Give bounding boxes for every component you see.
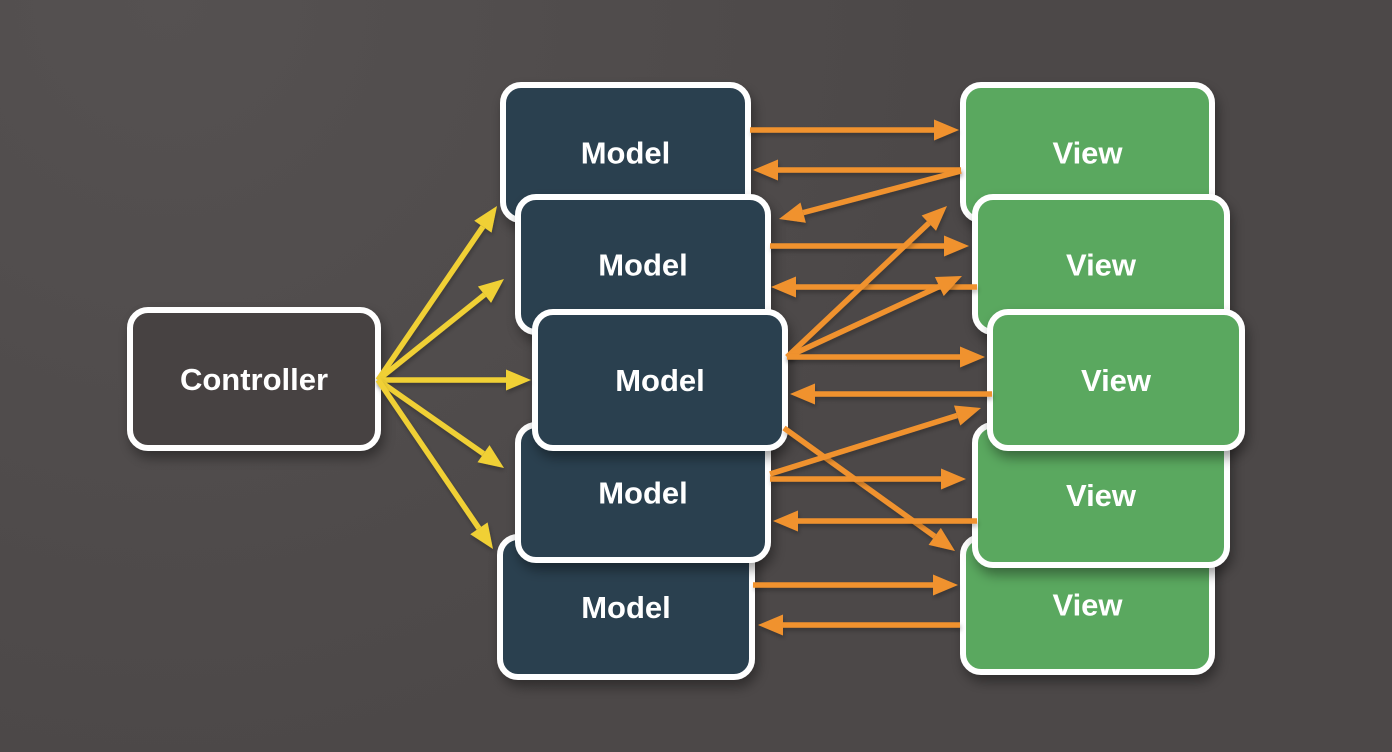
nodes-layer: ControllerModelModelViewViewModelModelVi…	[127, 82, 1245, 680]
controller-node: Controller	[127, 307, 381, 451]
model-1-label: Model	[581, 136, 671, 171]
arrow-head	[477, 279, 504, 303]
model-4-node: Model	[515, 422, 771, 563]
arrow-head	[941, 468, 966, 490]
arrow-model-3-to-view-3	[787, 346, 985, 368]
view-2-node: View	[972, 194, 1230, 335]
arrow-model-3-to-view-2	[785, 276, 962, 360]
arrow-view-4-to-model-4	[773, 510, 977, 532]
arrow-head	[474, 206, 497, 233]
model-3-label: Model	[615, 363, 705, 398]
view-3-node: View	[987, 309, 1245, 451]
controller-label: Controller	[180, 362, 328, 397]
arrow-head	[773, 510, 798, 532]
arrow-shaft	[376, 292, 487, 383]
arrow-model-3-to-view-1	[785, 206, 947, 359]
arrow-model-5-to-view-5	[753, 574, 958, 596]
arrow-view-5-to-model-5	[758, 614, 960, 636]
arrow-head	[790, 383, 815, 405]
arrow-model-4-to-view-3	[769, 405, 981, 477]
arrow-view-1-to-model-1	[753, 159, 961, 181]
arrow-head	[934, 119, 959, 141]
model-5-node: Model	[497, 534, 755, 680]
arrow-view-3-to-model-3	[790, 383, 992, 405]
model-3-node: Model	[532, 309, 788, 451]
arrow-head	[954, 405, 981, 426]
model-3-box	[532, 309, 788, 451]
arrow-controller-to-model-5	[375, 378, 493, 549]
view-5-node: View	[960, 534, 1215, 675]
view-3-label: View	[1081, 363, 1152, 398]
arrow-head	[960, 346, 985, 368]
model-5-label: Model	[581, 590, 671, 625]
model-2-node: Model	[515, 194, 771, 335]
edges-layer	[375, 119, 992, 636]
model-4-label: Model	[598, 476, 688, 511]
arrow-head	[753, 159, 778, 181]
view-1-label: View	[1052, 136, 1123, 171]
arrow-view-1-to-model-2	[779, 168, 962, 223]
arrow-model-3-to-view-5	[782, 425, 955, 551]
arrow-controller-to-model-2	[376, 279, 504, 383]
view-5-label: View	[1052, 588, 1123, 623]
arrow-shaft	[375, 378, 482, 530]
arrow-head	[928, 527, 955, 551]
arrow-head	[477, 445, 504, 468]
view-4-label: View	[1066, 478, 1137, 513]
arrow-model-4-to-view-4	[770, 468, 966, 490]
arrow-shaft	[802, 168, 962, 216]
arrow-controller-to-model-3	[378, 369, 531, 391]
arrow-shaft	[376, 377, 486, 456]
arrow-head	[470, 522, 493, 549]
model-2-label: Model	[598, 248, 688, 283]
arrow-controller-to-model-1	[375, 206, 497, 382]
arrow-shaft	[785, 221, 931, 359]
arrow-shaft	[769, 412, 958, 477]
view-1-node: View	[960, 82, 1215, 223]
arrow-controller-to-model-4	[376, 377, 504, 468]
arrow-head	[933, 574, 958, 596]
arrow-head	[934, 276, 962, 297]
arrow-model-1-to-view-1	[750, 119, 959, 141]
model-1-node: Model	[500, 82, 751, 223]
arrow-head	[779, 202, 806, 223]
arrow-head	[944, 235, 969, 257]
arrow-model-2-to-view-2	[770, 235, 969, 257]
view-3-box	[987, 309, 1245, 451]
arrow-head	[921, 206, 947, 231]
arrow-head	[758, 614, 783, 636]
arrow-head	[506, 369, 531, 391]
arrow-shaft	[375, 225, 486, 382]
arrow-head	[771, 276, 796, 298]
view-2-label: View	[1066, 248, 1137, 283]
arrow-shaft	[785, 284, 941, 360]
